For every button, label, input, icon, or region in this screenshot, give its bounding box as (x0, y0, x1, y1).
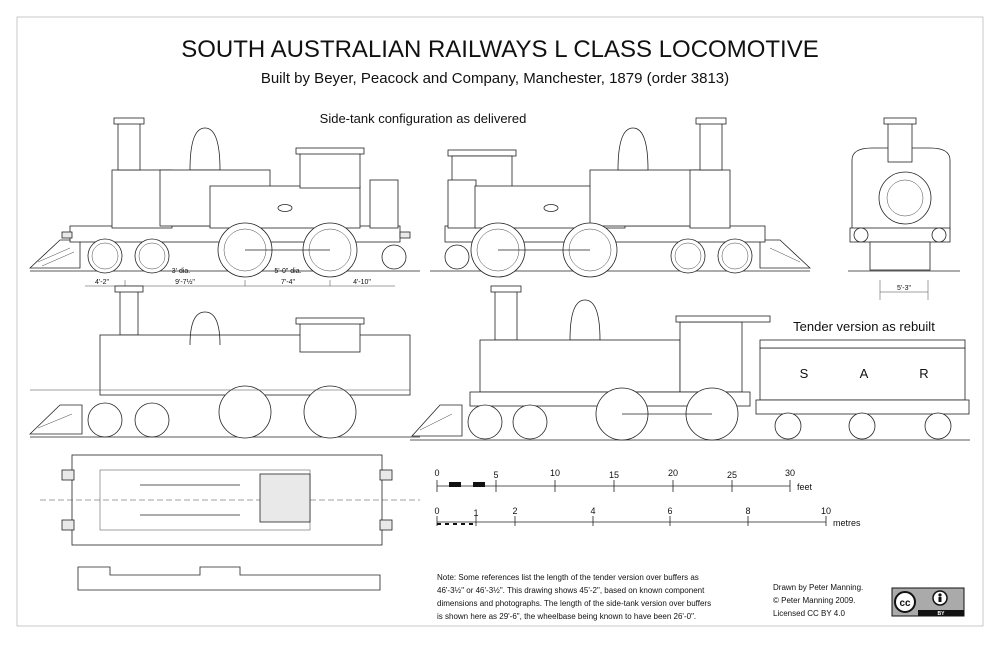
scale-metres-0: 0 (434, 506, 439, 516)
scale-metres-8: 8 (745, 506, 750, 516)
cc-by-license-badge: cc BY (891, 587, 965, 617)
credit-line-1: Drawn by Peter Manning. (773, 583, 863, 592)
scale-feet-20: 20 (668, 468, 678, 478)
scale-metres-2: 2 (512, 506, 517, 516)
scale-feet-10: 10 (550, 468, 560, 478)
scale-metres-6: 6 (667, 506, 672, 516)
credit-line-2: © Peter Manning 2009. (773, 596, 855, 605)
dim-wheel-large: 5'-0" dia. (274, 268, 301, 275)
note-line-4: is shown here as 29'-6", the wheelbase b… (437, 612, 696, 621)
credit-line-3: Licensed CC BY 4.0 (773, 609, 845, 618)
sheet-border (16, 16, 984, 627)
scale-feet-15: 15 (609, 470, 619, 480)
scale-feet-25: 25 (727, 470, 737, 480)
cc-badge-text: cc (899, 598, 911, 609)
scale-bar-feet: 0 5 10 15 20 25 30 feet (434, 468, 813, 492)
dim-wheel-small: 3' dia. (172, 268, 191, 275)
scale-metres-1: 1 (473, 508, 478, 518)
plan-view (40, 454, 420, 591)
dim-span-2: 9'-7½" (175, 278, 195, 286)
tender-letter-r: R (919, 366, 928, 381)
note-line-1: Note: Some references list the length of… (437, 573, 699, 582)
cc-icon (894, 591, 916, 613)
tank-engine-cutaway (29, 285, 420, 439)
tender-letter-a: A (860, 366, 869, 381)
drawing-title: SOUTH AUSTRALIAN RAILWAYS L CLASS LOCOMO… (181, 36, 818, 63)
dim-span-1: 4'-2" (95, 279, 109, 286)
scale-feet-5: 5 (493, 470, 498, 480)
note-line-2: 46'-3½" or 46'-3½". This drawing shows 4… (437, 586, 705, 595)
side-tank-elevation-right (430, 117, 812, 278)
scale-metres-10: 10 (821, 506, 831, 516)
tender-letter-s: S (800, 366, 809, 381)
front-end-view: 5'-3" (848, 117, 960, 300)
side-tank-caption: Side-tank configuration as delivered (320, 111, 527, 126)
scale-metres-unit: metres (833, 518, 861, 528)
scale-feet-30: 30 (785, 468, 795, 478)
dim-gauge: 5'-3" (897, 285, 911, 292)
note-block: Note: Some references list the length of… (437, 573, 711, 621)
scale-metres-4: 4 (590, 506, 595, 516)
tender-version-elevation: S A R (410, 285, 970, 441)
drawing-subtitle: Built by Beyer, Peacock and Company, Man… (261, 70, 729, 87)
credits-block: Drawn by Peter Manning. © Peter Manning … (773, 583, 863, 618)
by-badge-text: BY (938, 611, 946, 617)
tender-caption: Tender version as rebuilt (793, 319, 935, 334)
note-line-3: dimensions and photographs. The length o… (437, 599, 711, 608)
scale-bar-metres: 0 1 2 4 6 8 10 metres (434, 506, 861, 528)
side-tank-elevation-left: 3' dia. 5'-0" dia. 4'-2" 9'-7½" 7'-4" 4'… (28, 117, 420, 287)
dim-span-4: 4'-10" (353, 279, 371, 286)
scale-feet-0: 0 (434, 468, 439, 478)
dim-span-3: 7'-4" (281, 279, 295, 286)
scale-feet-unit: feet (797, 482, 813, 492)
